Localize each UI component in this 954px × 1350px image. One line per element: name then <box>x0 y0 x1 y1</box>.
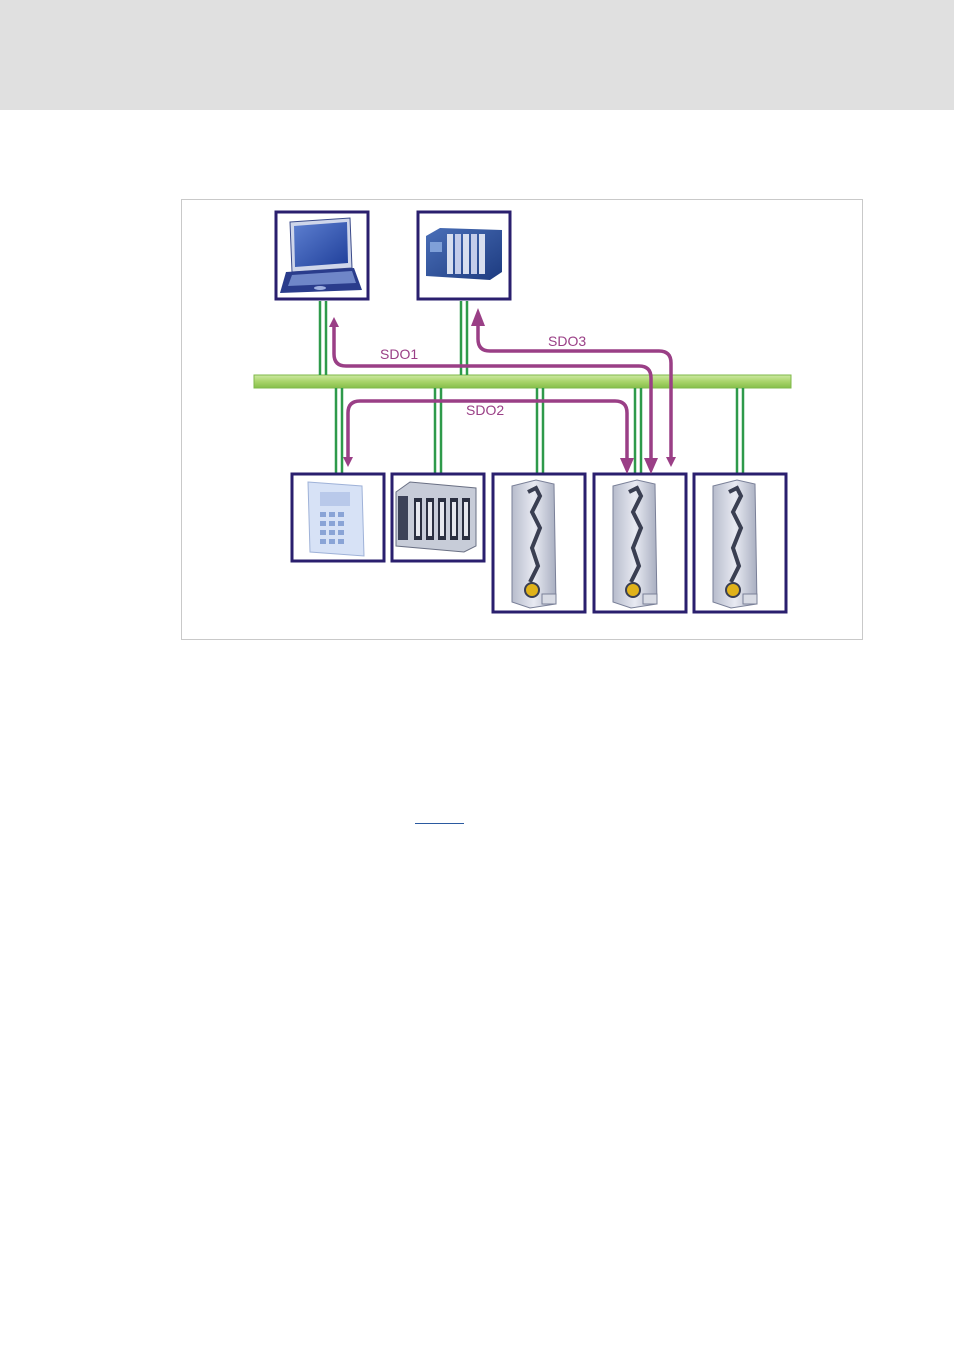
sdo1-arrow <box>334 322 651 466</box>
drop-line-hmi <box>336 388 342 473</box>
hmi-device <box>292 474 384 561</box>
sdo3-arrow-up-head <box>471 308 485 326</box>
sdo1-label: SDO1 <box>380 346 418 362</box>
drop-line-laptop <box>320 301 326 375</box>
sdo1-arrow-down-head <box>644 458 658 474</box>
io-device <box>392 474 484 561</box>
sdo2-arrow-up-head <box>620 458 634 474</box>
plc-device <box>418 212 510 299</box>
plc-rack-icon <box>426 228 502 280</box>
io-module-icon <box>396 482 476 552</box>
laptop-icon <box>280 218 362 293</box>
sdo2-label: SDO2 <box>466 402 504 418</box>
sdo-arrows <box>334 322 651 466</box>
sdo3-label: SDO3 <box>548 333 586 349</box>
servo-drive-icon <box>512 480 556 608</box>
drop-line-drive-3 <box>737 388 743 473</box>
keypad-panel-icon <box>308 482 364 556</box>
servo-drive-icon <box>713 480 757 608</box>
hyperlink-underline[interactable] <box>415 823 464 824</box>
drop-line-drive-2 <box>635 388 641 473</box>
drop-line-plc <box>461 301 467 375</box>
drive-device-2 <box>594 474 686 612</box>
laptop-device <box>276 212 368 299</box>
drive-device-1 <box>493 474 585 612</box>
servo-drive-icon <box>613 480 657 608</box>
fieldbus-line <box>254 375 791 388</box>
drive-device-3 <box>694 474 786 612</box>
